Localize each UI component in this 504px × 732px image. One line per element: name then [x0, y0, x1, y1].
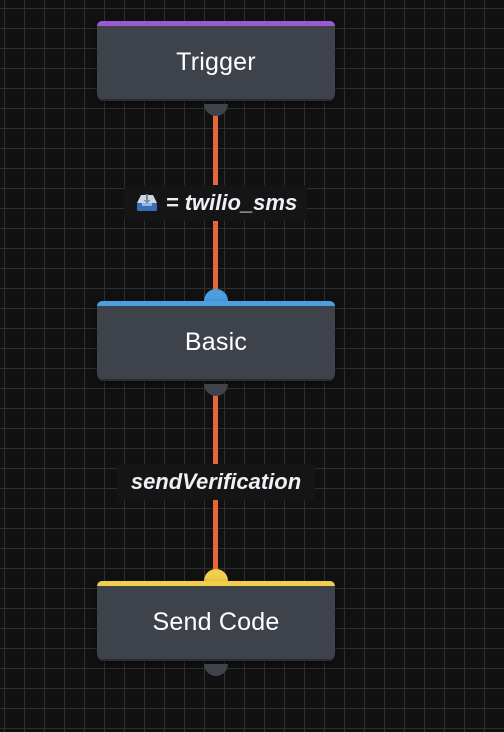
output-handle[interactable] [204, 664, 228, 676]
output-handle[interactable] [204, 384, 228, 396]
node-label: Send Code [152, 607, 280, 636]
output-handle[interactable] [204, 104, 228, 116]
edge-label-text: = twilio_sms [165, 190, 298, 215]
edge-label-basic-send-code[interactable]: sendVerification [117, 464, 315, 500]
inbox-tray-icon [134, 192, 160, 214]
node-accent-bar [97, 581, 335, 586]
node-label: Trigger [176, 47, 256, 76]
node-accent-bar [97, 301, 335, 306]
node-basic[interactable]: Basic [97, 301, 335, 379]
input-handle[interactable] [204, 289, 228, 301]
node-accent-bar [97, 21, 335, 26]
edge-label-text: sendVerification [130, 469, 302, 494]
node-send-code[interactable]: Send Code [97, 581, 335, 659]
edge-label-trigger-basic[interactable]: = twilio_sms [124, 185, 307, 221]
node-trigger[interactable]: Trigger [97, 21, 335, 99]
input-handle[interactable] [204, 569, 228, 581]
node-label: Basic [184, 327, 248, 356]
